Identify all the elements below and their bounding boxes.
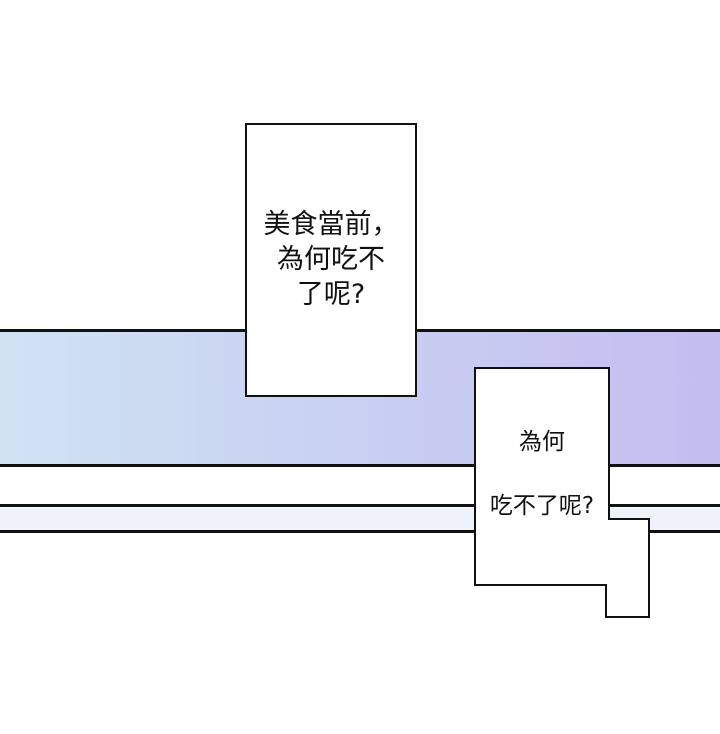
narration-2-line-2: 吃不了呢? (489, 493, 595, 519)
band-bottom-border (0, 464, 720, 467)
narration-2-line-1: 為何 (519, 429, 565, 455)
narration-1-line-1: 美食當前， (263, 209, 399, 240)
narration-1-line-3: 了呢? (296, 279, 366, 310)
narration-1-line-2: 為何吃不 (277, 244, 385, 275)
strip-bottom-border (0, 530, 720, 533)
strip-top-border (0, 504, 720, 507)
narration-text-1: 美食當前， 為何吃不 了呢? (247, 207, 415, 312)
narration-caption-box-1: 美食當前， 為何吃不 了呢? (245, 123, 417, 397)
narration-caption-box-2 (474, 367, 650, 618)
